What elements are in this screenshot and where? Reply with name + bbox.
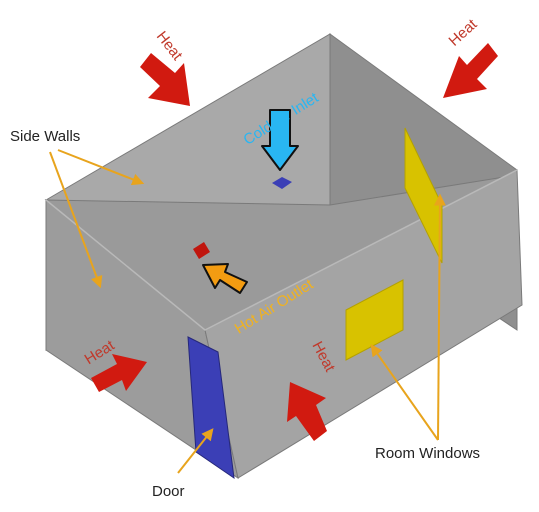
cold-air-inlet-arrow (261, 109, 299, 171)
windows-pointer-1 (370, 344, 439, 441)
wall-rim (45, 169, 518, 331)
hot-air-outlet-vent (193, 242, 210, 259)
annotation-pointers (49, 149, 446, 474)
cold-air-inlet-vent (272, 177, 292, 189)
room-box (44, 33, 523, 480)
side-walls-pointer-2 (49, 151, 103, 289)
side-walls-pointer-1 (57, 149, 145, 186)
door-pointer (177, 428, 214, 474)
hot-air-outlet-arrow (202, 263, 248, 294)
door (187, 336, 235, 480)
room-windows-label: Room Windows (375, 445, 480, 462)
side-walls-label: Side Walls (10, 128, 80, 145)
window-back-right (404, 127, 443, 264)
heat-arrow-top-left (140, 53, 190, 106)
heat-label-top-right: Heat (445, 15, 481, 49)
heat-arrow-top-right (443, 43, 498, 98)
heat-arrow-bottom-left (91, 354, 147, 392)
door-label: Door (152, 483, 185, 500)
heat-arrow-bottom-center (287, 382, 327, 441)
window-front-right (345, 279, 404, 361)
windows-pointer-2 (433, 193, 446, 441)
